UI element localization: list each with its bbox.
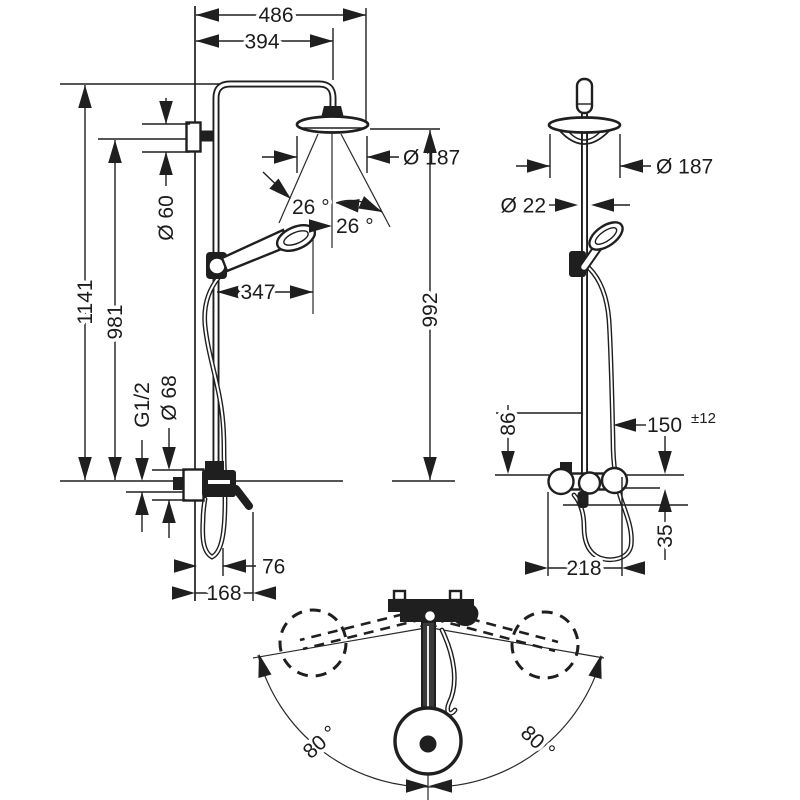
handshower-head bbox=[275, 224, 317, 252]
mixer-escutcheon-left bbox=[547, 467, 575, 496]
dim-front-d68: Ø 68 bbox=[158, 375, 181, 421]
dim-side-86: 86 bbox=[497, 412, 520, 435]
overhead-ball-cover bbox=[559, 130, 610, 145]
mixer-escutcheon-right bbox=[600, 466, 629, 495]
swivel-axis-right bbox=[419, 625, 605, 659]
dim-front-486: 486 bbox=[258, 4, 293, 27]
dim-side-35: 35 bbox=[654, 524, 677, 547]
head-position-right-dashed bbox=[510, 610, 580, 680]
dim-front-394: 394 bbox=[244, 31, 279, 54]
mixer-ear-left-top bbox=[392, 589, 407, 602]
mixer-body-detail bbox=[208, 480, 230, 484]
mixer-sphere bbox=[577, 471, 602, 495]
dim-side-218: 218 bbox=[566, 557, 601, 580]
supply-stub bbox=[173, 477, 184, 490]
swivel-arc-right bbox=[429, 655, 603, 788]
arm-stem-side bbox=[575, 77, 594, 115]
top-view: 80 ° 80 ° bbox=[252, 589, 608, 800]
dim-front-347: 347 bbox=[240, 281, 275, 304]
riser-union-nut bbox=[205, 461, 224, 472]
dim-front-1141: 1141 bbox=[74, 279, 97, 324]
hose-top bbox=[439, 627, 458, 716]
swivel-axis-left bbox=[252, 625, 438, 659]
mixer-handle-top bbox=[446, 601, 479, 627]
dim-top-80-right: 80 ° bbox=[516, 721, 559, 763]
mixer-ear-right-top bbox=[448, 589, 463, 602]
dim-front-angle-left: 26 ° bbox=[292, 196, 330, 219]
side-view: Ø 187 Ø 22 86 150 ±12 35 218 bbox=[494, 77, 718, 584]
dim-side-d187: Ø 187 bbox=[656, 156, 713, 179]
overhead-shower-disc bbox=[295, 115, 370, 134]
dim-front-992: 992 bbox=[419, 292, 442, 327]
dim-front-76: 76 bbox=[262, 556, 285, 579]
dim-side-150: 150 bbox=[647, 414, 682, 437]
mixer-handle-side bbox=[577, 491, 589, 508]
swivel-arc-left bbox=[257, 654, 431, 788]
riser-pipe-core bbox=[214, 82, 335, 481]
dim-side-150-tol: ±12 bbox=[691, 410, 716, 427]
spray-cone-right-line bbox=[340, 133, 391, 228]
dim-front-d187: Ø 187 bbox=[403, 147, 460, 170]
dim-front-angle-right: 26 ° bbox=[336, 215, 374, 238]
head-center-dot bbox=[419, 735, 437, 753]
overhead-connector bbox=[321, 106, 344, 118]
mixer-center-top bbox=[422, 608, 438, 624]
front-view: 486 394 1141 981 Ø 60 Ø 187 bbox=[60, 1, 464, 609]
dim-front-981: 981 bbox=[104, 304, 127, 339]
mixer-handle bbox=[232, 485, 253, 510]
dim-top-80-left: 80 ° bbox=[299, 721, 342, 763]
dim-front-g12: G1/2 bbox=[131, 382, 154, 428]
overhead-disc-side bbox=[547, 116, 622, 134]
mixer-escutcheon bbox=[182, 468, 205, 502]
hose-side-core bbox=[573, 267, 633, 561]
spray-cone-left-line bbox=[278, 133, 319, 224]
wall-bracket-escutcheon bbox=[185, 121, 202, 153]
dim-front-168: 168 bbox=[206, 582, 241, 605]
head-position-left-dashed bbox=[278, 608, 348, 678]
wall-bracket-arm bbox=[200, 130, 213, 142]
dim-side-d22: Ø 22 bbox=[500, 195, 546, 218]
handshower-head-side bbox=[588, 221, 624, 251]
dim-front-d60: Ø 60 bbox=[155, 195, 178, 241]
